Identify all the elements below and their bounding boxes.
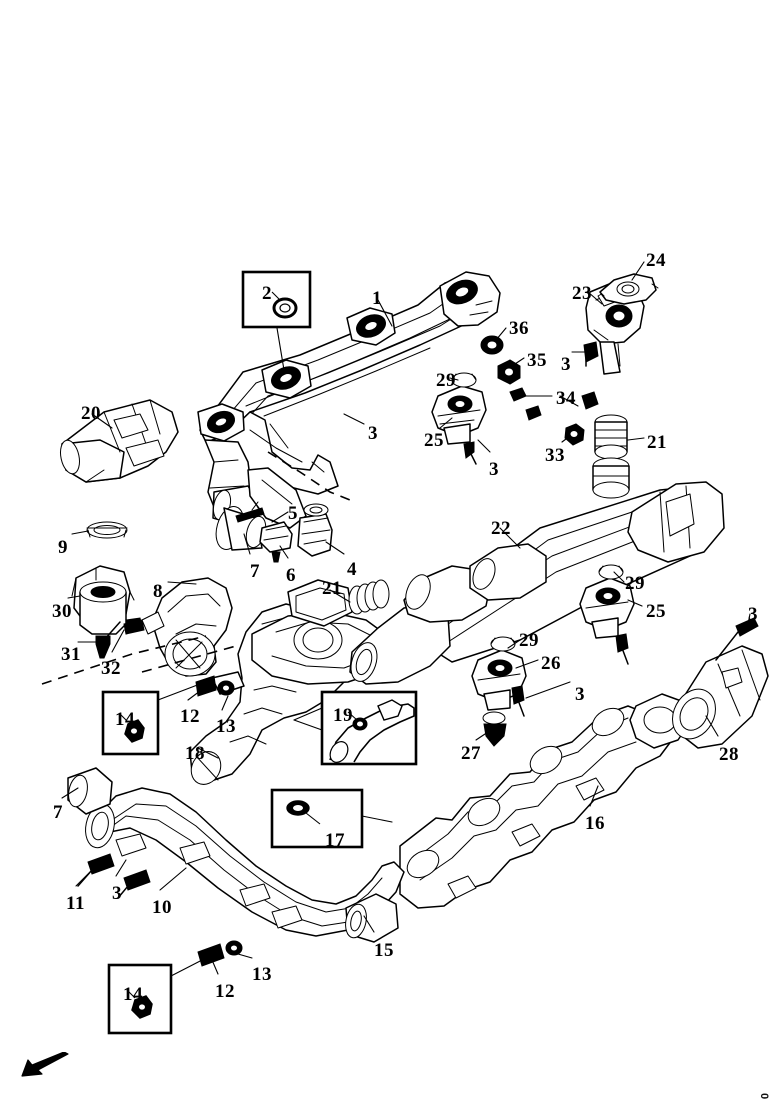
part-28-turbo-canister [672, 617, 769, 749]
callout-4: 4 [347, 559, 357, 580]
assembly-guide-lines [41, 451, 351, 685]
callout-3: 3 [112, 883, 122, 904]
callout-1: 1 [372, 288, 382, 309]
leader-lines [61, 261, 751, 977]
part-21-bellows-right [592, 414, 630, 499]
callout-17: 17 [325, 830, 345, 851]
callout-3: 3 [561, 354, 571, 375]
fastener-stack-33-36 [480, 335, 599, 446]
callout-2: 2 [262, 283, 272, 304]
part-20-air-compressor [60, 399, 179, 483]
callout-21: 21 [647, 432, 667, 453]
part-16-exhaust-manifold [399, 693, 691, 909]
callout-26: 26 [541, 653, 561, 674]
part-25-actuator-right [579, 564, 635, 665]
callout-7: 7 [53, 802, 63, 823]
callout-5: 5 [288, 503, 298, 524]
callout-12: 12 [180, 706, 200, 727]
callout-20: 20 [81, 403, 101, 424]
callout-7: 7 [250, 561, 260, 582]
direction-arrow-icon [21, 1052, 69, 1077]
part-10-lower-charge-pipe [67, 767, 405, 967]
callout-3: 3 [575, 684, 585, 705]
callout-34: 34 [556, 388, 576, 409]
part-24-gasket [599, 273, 659, 305]
callout-25: 25 [646, 601, 666, 622]
parts-cluster-4-5-6-7 [215, 501, 333, 563]
part-26-egr-valve [471, 636, 527, 747]
part-1-intake-manifold [197, 271, 501, 529]
callout-13: 13 [216, 716, 236, 737]
callout-29: 29 [519, 630, 539, 651]
callout-18: 18 [185, 743, 205, 764]
callout-15: 15 [374, 940, 394, 961]
part-30-valve-housing [71, 565, 143, 659]
callout-32: 32 [101, 658, 121, 679]
callout-14: 14 [115, 709, 135, 730]
callout-6: 6 [286, 565, 296, 586]
callout-19: 19 [333, 705, 353, 726]
callout-3: 3 [368, 423, 378, 444]
part-8-inlet-elbow [123, 577, 233, 677]
part-9-gasket-ring [86, 521, 128, 539]
callout-14: 14 [123, 984, 143, 1005]
callout-11: 11 [66, 893, 85, 914]
callout-3: 3 [489, 459, 499, 480]
callout-10: 10 [152, 897, 172, 918]
callout-16: 16 [585, 813, 605, 834]
callout-22: 22 [491, 518, 511, 539]
callout-36: 36 [509, 318, 529, 339]
callout-21: 21 [322, 578, 342, 599]
drawing-code: 342260 [760, 1092, 772, 1100]
callout-3: 3 [748, 604, 758, 625]
callout-12: 12 [215, 981, 235, 1002]
callout-31: 31 [61, 644, 81, 665]
callout-24: 24 [646, 250, 666, 271]
part-22-charge-air-cooler [349, 481, 725, 685]
callout-23: 23 [572, 283, 592, 304]
callout-28: 28 [719, 744, 739, 765]
callout-27: 27 [461, 743, 481, 764]
callout-35: 35 [527, 350, 547, 371]
callout-9: 9 [58, 537, 68, 558]
callout-30: 30 [52, 601, 72, 622]
callout-25: 25 [424, 430, 444, 451]
callout-29: 29 [436, 370, 456, 391]
callout-8: 8 [153, 581, 163, 602]
callout-29: 29 [625, 573, 645, 594]
callout-33: 33 [545, 445, 565, 466]
callout-13: 13 [252, 964, 272, 985]
